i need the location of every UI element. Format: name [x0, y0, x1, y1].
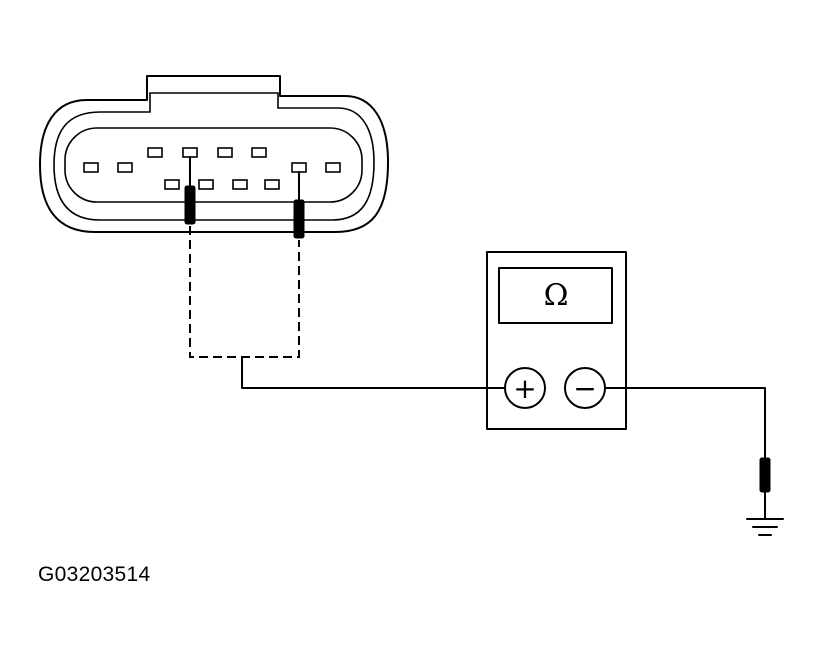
pin [251, 147, 267, 158]
pin [182, 147, 198, 158]
ohm-symbol: Ω [544, 278, 569, 313]
probe-right [293, 171, 305, 239]
multimeter: Ω + − [486, 251, 627, 430]
pin [291, 162, 307, 173]
connector-pin-cavity [64, 127, 363, 203]
pin [83, 162, 99, 173]
pin [232, 179, 248, 190]
pin [147, 147, 163, 158]
figure-id: G03203514 [38, 563, 151, 586]
positive-sign: + [513, 372, 536, 405]
multimeter-display [498, 267, 613, 324]
pin [264, 179, 280, 190]
connector [39, 75, 389, 233]
pin [198, 179, 214, 190]
probe-left [184, 156, 196, 225]
negative-sign: − [573, 372, 596, 405]
wire-to-ground [604, 387, 766, 459]
multimeter-body [486, 251, 627, 430]
jumper-wire-dashed [189, 226, 300, 358]
pin [217, 147, 233, 158]
connector-housing-outer [39, 75, 389, 233]
ground-probe [759, 457, 771, 493]
positive-terminal [504, 367, 546, 409]
connector-pins [83, 147, 341, 190]
pin [325, 162, 341, 173]
ground-icon [746, 518, 784, 536]
pin [164, 179, 180, 190]
connector-housing-inner [53, 92, 375, 221]
wire-to-positive [241, 356, 506, 389]
pin [117, 162, 133, 173]
